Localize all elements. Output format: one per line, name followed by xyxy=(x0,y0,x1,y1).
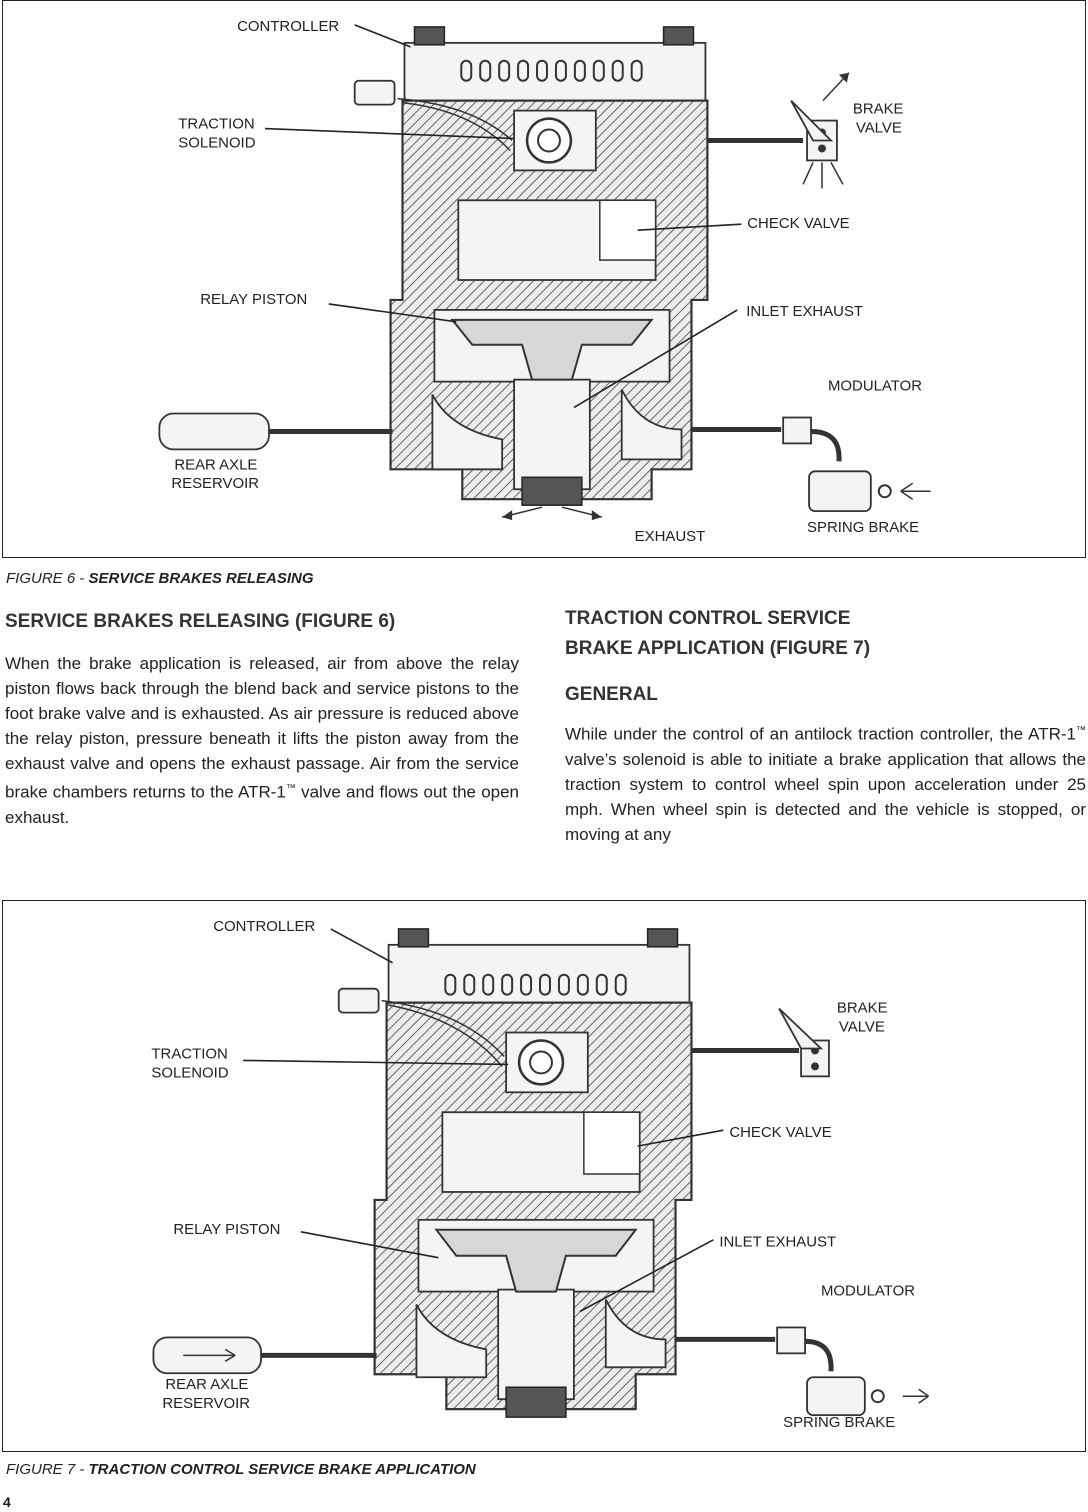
traction-solenoid-component xyxy=(337,987,589,1094)
fig6-label-check-valve: CHECK VALVE xyxy=(747,215,849,232)
spring-brake-component xyxy=(806,1376,930,1417)
fig7-label-traction-solenoid-line2: SOLENOID xyxy=(151,1064,228,1081)
fig6-label-rear-axle-reservoir-line2: RESERVOIR xyxy=(171,475,259,492)
exhaust-arrows xyxy=(501,506,602,521)
fig7-label-relay-piston: RELAY PISTON xyxy=(173,1221,280,1238)
fig6-label-brake-valve-line2: VALVE xyxy=(856,120,902,137)
rear-axle-reservoir-component xyxy=(152,1336,377,1375)
figure-7-diagram: CONTROLLER TRACTION SOLENOID BRAKE VALVE… xyxy=(2,900,1086,1452)
fig6-label-spring-brake: SPRING BRAKE xyxy=(807,519,919,536)
page-number: 4 xyxy=(3,1494,11,1510)
controller-housing xyxy=(403,26,707,102)
figure-7-caption-prefix: FIGURE 7 - xyxy=(6,1461,89,1478)
fig7-label-inlet-exhaust: INLET EXHAUST xyxy=(719,1234,836,1251)
left-text-column: SERVICE BRAKES RELEASING (FIGURE 6) When… xyxy=(5,607,519,830)
fig6-label-controller: CONTROLLER xyxy=(237,18,339,35)
service-brakes-releasing-heading: SERVICE BRAKES RELEASING (FIGURE 6) xyxy=(5,611,396,632)
traction-control-heading: TRACTION CONTROL SERVICE BRAKE APPLICATI… xyxy=(565,604,1086,664)
service-brakes-releasing-paragraph: When the brake application is released, … xyxy=(5,651,519,830)
figure-6-diagram: CONTROLLER TRACTION SOLENOID BRAKE VALVE… xyxy=(2,0,1086,558)
relay-piston-component xyxy=(450,318,654,381)
fig6-label-relay-piston: RELAY PISTON xyxy=(200,291,307,308)
fig7-label-brake-valve-line1: BRAKE xyxy=(837,1000,888,1017)
right-paragraph-part1: While under the control of an antilock t… xyxy=(565,724,1076,744)
figure-6-caption-prefix: FIGURE 6 - xyxy=(6,570,89,587)
figure-7-caption-title: TRACTION CONTROL SERVICE BRAKE APPLICATI… xyxy=(88,1461,476,1478)
trademark-symbol: ™ xyxy=(285,783,296,794)
fig7-label-traction-solenoid-line1: TRACTION xyxy=(151,1045,227,1062)
figure-7-leaders xyxy=(243,928,724,1313)
fig7-label-spring-brake: SPRING BRAKE xyxy=(783,1414,895,1431)
figure-6-caption: FIGURE 6 - SERVICE BRAKES RELEASING xyxy=(6,570,314,587)
traction-control-heading-line1: TRACTION CONTROL SERVICE xyxy=(565,608,851,629)
fig6-label-traction-solenoid-line2: SOLENOID xyxy=(178,134,255,151)
brake-valve-component xyxy=(707,72,850,189)
general-paragraph: While under the control of an antilock t… xyxy=(565,718,1086,847)
fig6-label-exhaust: EXHAUST xyxy=(635,528,706,545)
fig6-label-traction-solenoid-line1: TRACTION xyxy=(178,116,254,133)
left-paragraph-part2: valve and flows out the open exhaust. xyxy=(5,782,520,827)
figure-7-caption: FIGURE 7 - TRACTION CONTROL SERVICE BRAK… xyxy=(6,1461,476,1478)
traction-solenoid-component xyxy=(353,79,597,172)
fig6-label-rear-axle-reservoir-line1: REAR AXLE xyxy=(174,456,257,473)
fig7-label-controller: CONTROLLER xyxy=(213,918,315,935)
right-paragraph-part2: valve’s solenoid is able to initiate a b… xyxy=(565,749,1086,844)
fig7-label-brake-valve-line2: VALVE xyxy=(839,1019,885,1036)
relay-piston-component xyxy=(434,1228,638,1293)
controller-housing xyxy=(387,928,691,1004)
figure-6-illustration: CONTROLLER TRACTION SOLENOID BRAKE VALVE… xyxy=(158,18,931,545)
modulator-component xyxy=(691,416,842,462)
fig6-label-modulator: MODULATOR xyxy=(828,378,922,395)
rear-axle-reservoir-component xyxy=(158,412,393,451)
figure-7-illustration: CONTROLLER TRACTION SOLENOID BRAKE VALVE… xyxy=(151,918,930,1431)
fig7-label-rear-axle-reservoir-line1: REAR AXLE xyxy=(165,1376,248,1393)
general-subheading: GENERAL xyxy=(565,684,658,705)
figure-6-caption-title: SERVICE BRAKES RELEASING xyxy=(88,570,314,587)
fig7-label-rear-axle-reservoir-line2: RESERVOIR xyxy=(162,1395,250,1412)
fig7-label-check-valve: CHECK VALVE xyxy=(729,1124,831,1141)
fig7-label-modulator: MODULATOR xyxy=(821,1283,915,1300)
fig6-label-inlet-exhaust: INLET EXHAUST xyxy=(746,303,863,320)
modulator-component xyxy=(675,1326,834,1372)
check-valve-component xyxy=(583,1111,641,1175)
figure-6-leaders xyxy=(264,24,742,409)
fig6-label-brake-valve-line1: BRAKE xyxy=(853,101,904,118)
traction-control-heading-line2: BRAKE APPLICATION (FIGURE 7) xyxy=(565,638,871,659)
left-paragraph-part1: When the brake application is released, … xyxy=(5,654,519,802)
trademark-symbol: ™ xyxy=(1076,725,1086,736)
right-text-column: TRACTION CONTROL SERVICE BRAKE APPLICATI… xyxy=(565,604,1086,847)
brake-valve-component xyxy=(691,1007,830,1078)
spring-brake-component xyxy=(808,470,931,513)
